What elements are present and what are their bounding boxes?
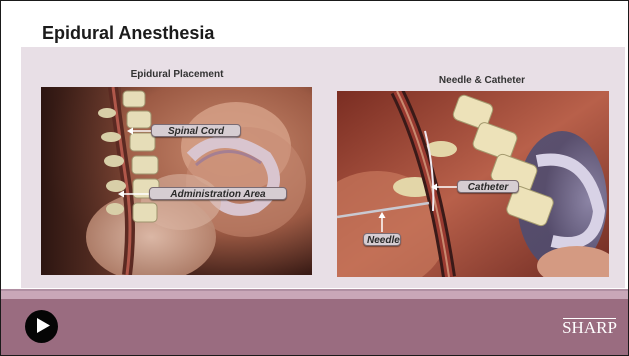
spinal-cord-arrow <box>127 126 153 136</box>
figure-caption-needle-catheter: Needle & Catheter <box>417 75 547 86</box>
logo-text: SHARP <box>562 318 617 337</box>
logo-rule <box>563 318 616 319</box>
spinal-cord-label: Spinal Cord <box>151 124 241 137</box>
administration-area-label: Administration Area <box>149 187 287 200</box>
epidural-placement-illustration <box>41 87 312 275</box>
administration-area-arrow <box>118 189 150 199</box>
footer-bar <box>1 299 628 355</box>
play-icon <box>33 316 52 335</box>
catheter-label: Catheter <box>457 180 519 193</box>
needle-arrow <box>377 212 387 232</box>
sharp-logo: SHARP <box>562 318 617 338</box>
play-button[interactable] <box>25 310 58 343</box>
figure-caption-epidural-placement: Epidural Placement <box>97 69 257 80</box>
needle-label: Needle <box>363 233 401 246</box>
slide-title: Epidural Anesthesia <box>42 23 214 44</box>
footer-accent-band <box>1 291 628 299</box>
catheter-arrow <box>431 182 457 192</box>
